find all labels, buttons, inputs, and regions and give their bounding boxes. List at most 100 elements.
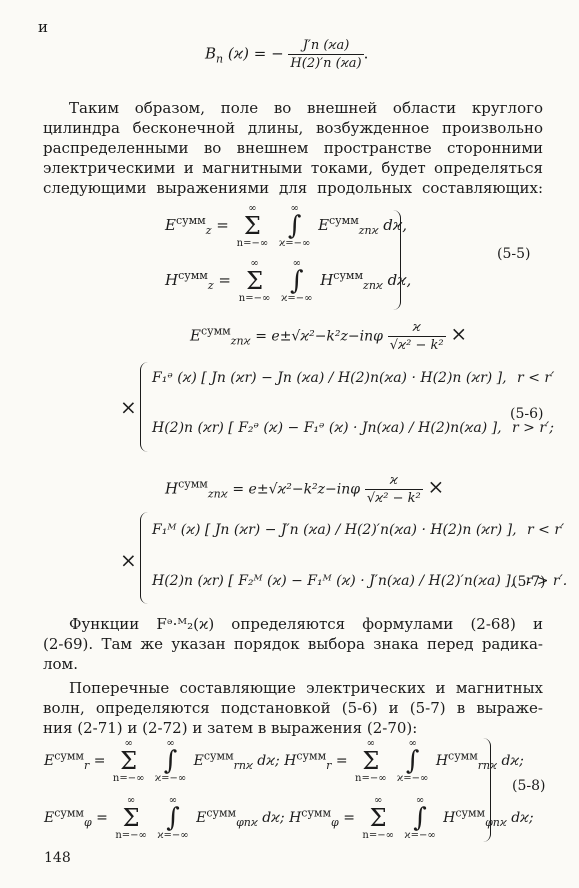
eq56-lhs: E <box>190 326 201 345</box>
eq58-hphi-term-sub: φnϰ <box>485 815 507 829</box>
eq56-row1-cond: r < r′ <box>517 370 555 386</box>
int-symbol: ∫ <box>163 746 178 776</box>
paragraph-3-line: волн, определяются подстановкой (5-6) и … <box>43 699 543 717</box>
eq56-row2-expr: H(2)n (ϰr) [ F₂ᵊ (ϰ) − F₁ᵊ (ϰ) · Jn(ϰa) … <box>152 420 502 436</box>
eq55-dk-1: dϰ, <box>383 216 408 234</box>
int-symbol: ∫ <box>289 266 304 296</box>
sum-bottom: n=−∞ <box>238 293 271 304</box>
eq56-lhs-sub: znϰ <box>230 334 251 348</box>
bn-lhs-sub: n <box>216 52 224 66</box>
paragraph-1-line: Таким образом, поле во внешней области к… <box>69 99 543 117</box>
paragraph-3: Поперечные составляющие электрических и … <box>43 678 543 738</box>
int-symbol: ∫ <box>413 803 427 833</box>
int-top: ∞ <box>408 738 417 749</box>
paragraph-3-line: Поперечные составляющие электрических и … <box>69 679 543 697</box>
eq58-hphi-term: H <box>443 810 456 826</box>
eq57-row2-cond: r > r′. <box>525 573 568 589</box>
bn-denominator: H(2)′n (ϰa) <box>288 54 364 71</box>
sum-top: ∞ <box>373 795 383 806</box>
int-bottom: ϰ=−∞ <box>278 238 311 249</box>
int-top: ∞ <box>415 795 425 806</box>
eq56-row-1: F₁ᵊ (ϰ) [ Jn (ϰr) − Jn (ϰa) / H(2)n(ϰa) … <box>152 370 554 386</box>
eq57-row2-expr: H(2)n (ϰr) [ F₂ᴹ (ϰ) − F₁ᴹ (ϰ) · J′n(ϰa)… <box>152 573 516 589</box>
equation-5-7-header: Hсуммznϰ = e±√ϰ²−k²z−inφ ϰ√ϰ² − k² × <box>165 473 444 506</box>
eq58-sup: сумм <box>54 806 84 820</box>
eq57-fraction: ϰ√ϰ² − k² <box>364 473 423 506</box>
sum-symbol: Σ <box>369 804 387 832</box>
int-top: ∞ <box>168 795 178 806</box>
sum-top: ∞ <box>124 738 133 749</box>
sum-bottom: n=−∞ <box>362 830 394 841</box>
sum-symbol: Σ <box>122 804 140 832</box>
eq58-ephi-term-sub: φnϰ <box>236 815 258 829</box>
sum-bottom: n=−∞ <box>115 830 147 841</box>
bn-tail: . <box>363 44 369 63</box>
eq57-lhs-sup: сумм <box>178 477 208 491</box>
eq57-number: (5-7) <box>512 574 546 590</box>
eq58-sup: сумм <box>448 749 478 763</box>
bn-numerator: J′n (ϰa) <box>302 38 350 53</box>
sum-top: ∞ <box>366 738 375 749</box>
sum-bottom: n=−∞ <box>355 773 387 784</box>
int-bottom: ϰ=−∞ <box>281 293 313 304</box>
eq58-hr-sub: r <box>326 758 332 772</box>
sum-top: ∞ <box>248 203 257 214</box>
eq57-times-left: × <box>120 548 137 572</box>
paragraph-2: Функции Fᵊ·ᴹ₂(ϰ) определяются формулами … <box>43 614 543 674</box>
equals: = <box>343 810 355 826</box>
eq57-lhs-sub: znϰ <box>207 487 228 501</box>
eq58-int: ∞∫ϰ=−∞ <box>397 738 428 784</box>
eq58-hphi: H <box>289 810 302 826</box>
eq58-sup: сумм <box>54 749 84 763</box>
eq58-number: (5-8) <box>512 778 546 794</box>
int-top: ∞ <box>166 738 175 749</box>
eq55-e-lhs: E <box>165 216 176 234</box>
eq58-dk: dϰ; <box>501 753 524 769</box>
eq58-er-term: E <box>193 753 204 769</box>
equation-bn: Bn (ϰ) = − J′n (ϰa) H(2)′n (ϰa) . <box>205 38 368 71</box>
eq58-int: ∞∫ϰ=−∞ <box>157 795 188 841</box>
eq56-row2-cond: r > r′; <box>512 420 554 436</box>
int-bottom: ϰ=−∞ <box>404 830 436 841</box>
bn-arg: (ϰ) = − <box>227 44 284 63</box>
eq58-ephi-term: E <box>196 810 207 826</box>
paragraph-2-line: лом. <box>43 655 78 673</box>
eq55-equals: = <box>216 216 229 234</box>
sum-symbol: Σ <box>243 212 261 240</box>
paragraph-1-line: распределенными во внешнем пространстве … <box>43 139 543 157</box>
sum-symbol: Σ <box>246 267 264 295</box>
eq55-e-sup: сумм <box>175 214 206 227</box>
eq58-ephi-sub: φ <box>83 815 92 829</box>
eq56-fraction: ϰ√ϰ² − k² <box>387 320 446 353</box>
top-label: и <box>38 18 48 36</box>
eq55-h-sub: z <box>207 279 214 292</box>
eq56-lhs-sup: сумм <box>200 324 231 338</box>
eq55-h-lhs: H <box>165 271 179 289</box>
sum-top: ∞ <box>126 795 136 806</box>
eq57-row-1: F₁ᴹ (ϰ) [ Jn (ϰr) − J′n (ϰa) / H(2)′n(ϰa… <box>152 522 564 538</box>
eq58-hr: H <box>284 753 297 769</box>
eq56-row1-expr: F₁ᵊ (ϰ) [ Jn (ϰr) − Jn (ϰa) / H(2)n(ϰa) … <box>152 370 507 386</box>
eq58-hr-term-sub: rnϰ <box>477 758 497 772</box>
eq57-lhs: H <box>165 479 179 498</box>
equals: = <box>96 810 108 826</box>
sum-symbol: Σ <box>120 747 138 775</box>
equals: = <box>93 753 106 769</box>
equals: = <box>335 753 348 769</box>
eq55-e-term: E <box>318 216 330 234</box>
eq55-int-1: ∞∫ϰ=−∞ <box>279 203 310 249</box>
sum-bottom: n=−∞ <box>112 773 145 784</box>
eq57-left-brace <box>140 512 149 604</box>
eq55-e-term-sub: znϰ <box>358 224 379 237</box>
eq58-dk: dϰ; <box>262 810 285 826</box>
eq58-ephi: E <box>44 810 55 826</box>
eq55-right-brace <box>392 210 401 310</box>
eq56-times-left: × <box>120 395 137 419</box>
paragraph-1-line: следующими выражениями для продольных со… <box>43 179 543 197</box>
eq58-hr-term: H <box>435 753 449 769</box>
